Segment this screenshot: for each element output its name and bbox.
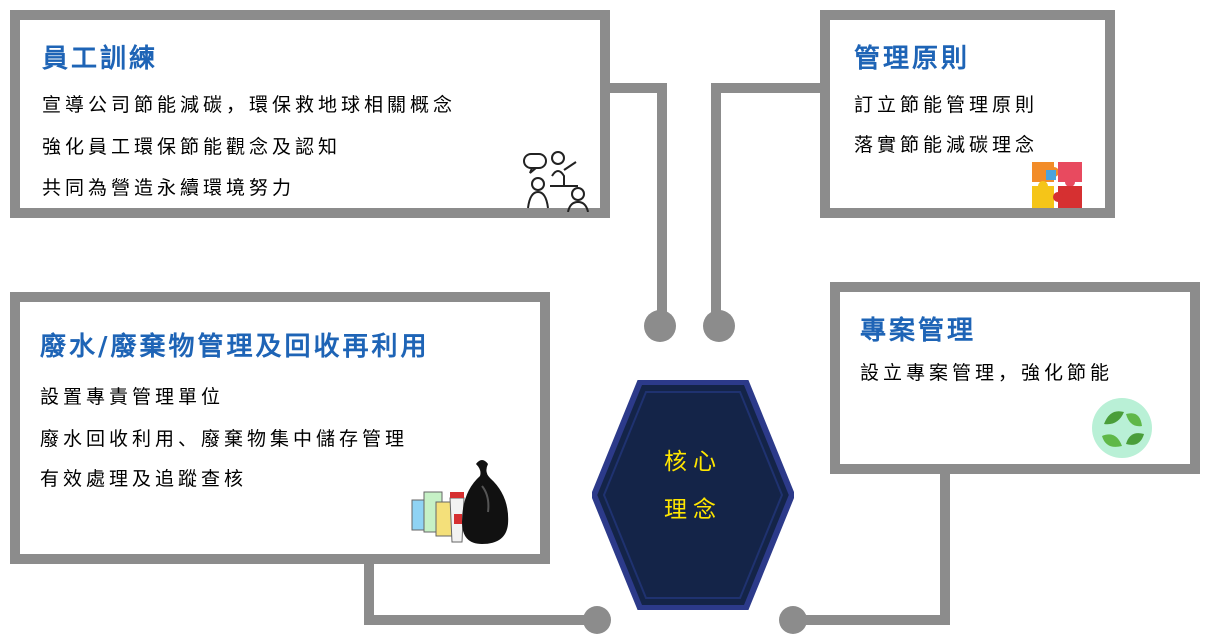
training-box: 員工訓練 宣導公司節能減碳，環保救地球相關概念 強化員工環保節能觀念及認知 共同… bbox=[10, 10, 610, 218]
waste-box: 廢水/廢棄物管理及回收再利用 設置專責管理單位 廢水回收利用、廢棄物集中儲存管理… bbox=[10, 292, 550, 564]
connector-dot-project bbox=[779, 606, 807, 634]
connector-project bbox=[795, 468, 950, 625]
core-label-line-2: 理念 bbox=[664, 497, 722, 523]
waste-title: 廢水/廢棄物管理及回收再利用 bbox=[40, 332, 430, 362]
waste-line-1: 設置專責管理單位 bbox=[40, 386, 225, 408]
connector-dot-principles bbox=[703, 310, 735, 342]
trash-bag-recycling-icon bbox=[411, 460, 509, 544]
principles-title: 管理原則 bbox=[854, 44, 971, 74]
training-title: 員工訓練 bbox=[42, 44, 159, 74]
connector-waste bbox=[364, 560, 594, 625]
core-label: 核心 理念 bbox=[592, 438, 794, 534]
principles-line-2: 落實節能減碳理念 bbox=[854, 134, 1039, 156]
recycle-leaves-icon bbox=[1092, 398, 1152, 458]
connector-training bbox=[605, 83, 667, 318]
core-label-line-1: 核心 bbox=[664, 449, 722, 475]
project-box: 專案管理 設立專案管理，強化節能 bbox=[830, 282, 1200, 474]
training-line-2: 強化員工環保節能觀念及認知 bbox=[42, 136, 342, 158]
connector-principles bbox=[711, 83, 825, 318]
training-line-1: 宣導公司節能減碳，環保救地球相關概念 bbox=[42, 94, 457, 116]
principles-box: 管理原則 訂立節能管理原則 落實節能減碳理念 bbox=[820, 10, 1115, 218]
waste-line-3: 有效處理及追蹤查核 bbox=[40, 468, 248, 490]
waste-line-2: 廢水回收利用、廢棄物集中儲存管理 bbox=[40, 428, 409, 450]
core-hexagon bbox=[592, 380, 794, 610]
training-line-3: 共同為營造永續環境努力 bbox=[42, 177, 296, 199]
project-title: 專案管理 bbox=[860, 316, 977, 346]
puzzle-pieces-icon bbox=[1032, 162, 1082, 208]
presentation-audience-icon bbox=[523, 151, 589, 212]
principles-line-1: 訂立節能管理原則 bbox=[854, 94, 1039, 116]
project-line-1: 設立專案管理，強化節能 bbox=[860, 362, 1114, 384]
connector-dot-waste bbox=[583, 606, 611, 634]
connector-dot-training bbox=[644, 310, 676, 342]
